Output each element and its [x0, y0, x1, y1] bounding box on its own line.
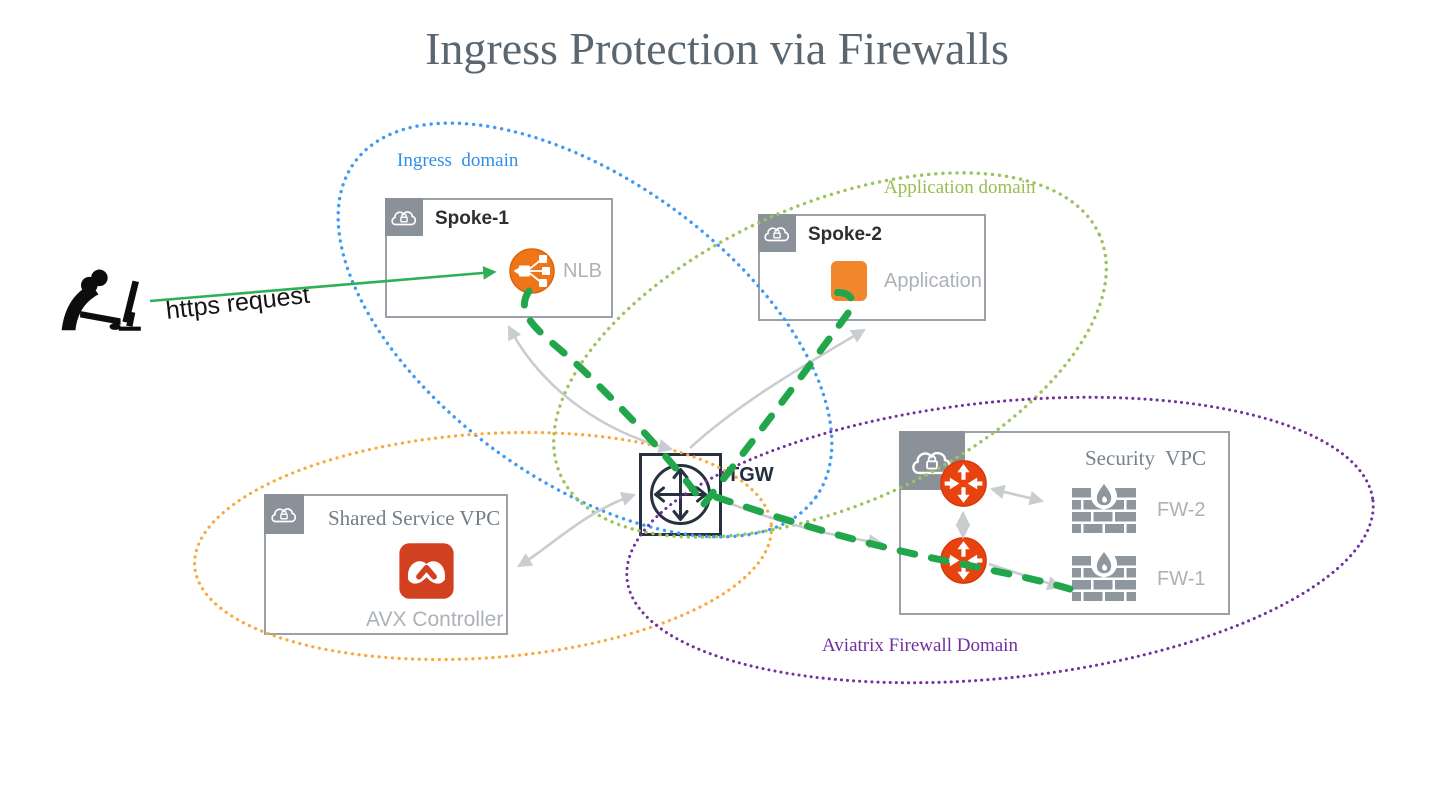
page-title: Ingress Protection via Firewalls	[425, 23, 1009, 74]
aviatrix-firewall-domain-label: Aviatrix Firewall Domain	[822, 635, 1018, 656]
spoke2-title: Spoke-2	[808, 224, 882, 245]
tgw-icon	[639, 453, 722, 541]
fw1-label: FW-1	[1157, 568, 1206, 590]
cloud-lock-icon	[764, 227, 790, 242]
link-tgw-shared-service	[517, 492, 637, 568]
gateway-icon-bottom	[939, 536, 988, 590]
application-label: Application	[884, 270, 982, 292]
avx-controller-label: AVX Controller	[366, 608, 504, 631]
cloud-lock-icon	[271, 508, 297, 523]
gateway-icon-top	[939, 459, 988, 513]
cloud-lock-icon	[391, 211, 417, 226]
spoke2-box: Spoke-2 Application	[758, 214, 986, 321]
spoke1-cloud-tab	[385, 198, 423, 236]
spoke1-box: Spoke-1 NLB	[385, 198, 613, 318]
ingress-domain-label: Ingress domain	[397, 150, 519, 171]
user-at-computer-icon	[58, 264, 150, 339]
shared-service-vpc-box: Shared Service VPC AVX Controller	[264, 494, 508, 635]
firewall-1-icon	[1072, 551, 1136, 606]
spoke1-title: Spoke-1	[435, 208, 509, 229]
link-tgw-spoke2	[689, 328, 866, 449]
tgw-label: TGW	[727, 464, 774, 486]
https-request-label: https request	[164, 280, 312, 325]
link-spoke1-tgw	[507, 325, 674, 454]
shared-service-cloud-tab	[264, 494, 304, 534]
avx-controller-icon	[398, 542, 455, 605]
application-domain-label: Application domain	[884, 177, 1036, 198]
security-vpc-title: Security VPC	[1085, 446, 1206, 470]
fw2-label: FW-2	[1157, 499, 1206, 521]
link-tgw-gateways	[723, 499, 884, 549]
application-icon	[829, 259, 869, 309]
firewall-2-icon	[1072, 483, 1136, 538]
nlb-label: NLB	[563, 260, 602, 282]
spoke2-cloud-tab	[758, 214, 796, 252]
shared-service-title: Shared Service VPC	[328, 506, 501, 530]
nlb-icon	[509, 248, 555, 299]
